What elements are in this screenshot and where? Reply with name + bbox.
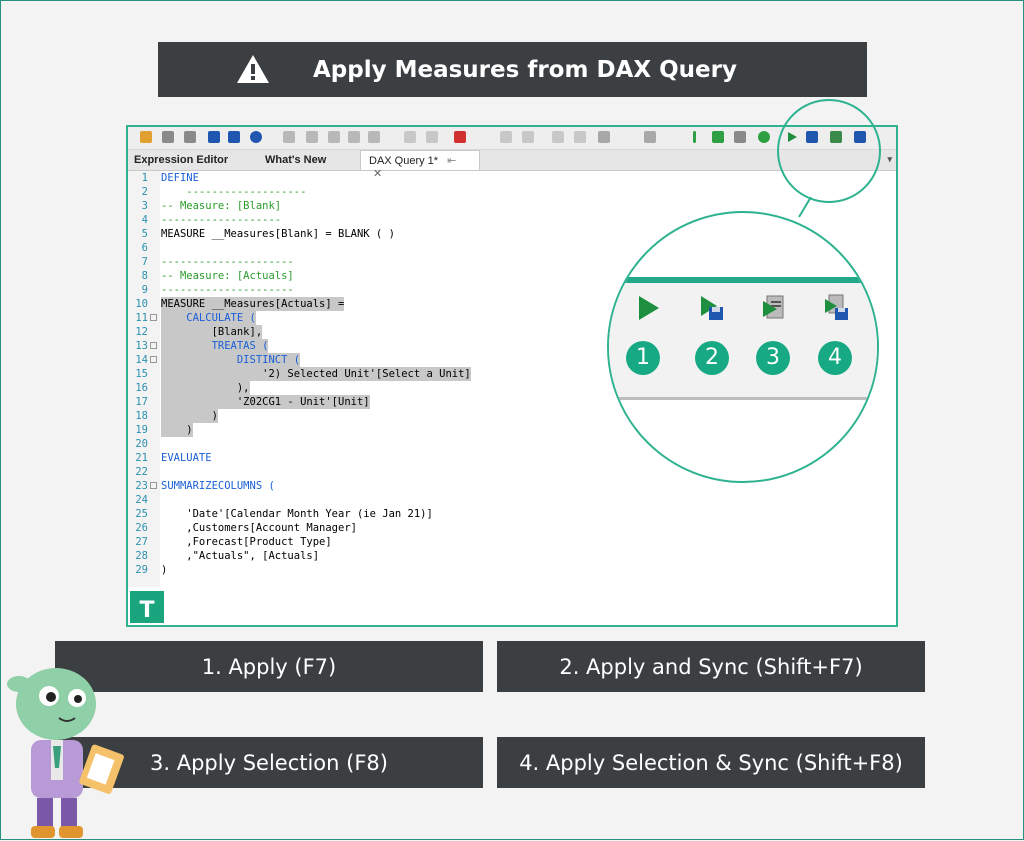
pin-icon[interactable]: ⇤ bbox=[447, 155, 457, 167]
outdent-icon[interactable] bbox=[426, 131, 438, 143]
stop-icon[interactable] bbox=[734, 131, 746, 143]
tabular-editor-window: Expression Editor What's New DAX Query 1… bbox=[126, 125, 898, 627]
layout-icon[interactable] bbox=[598, 131, 610, 143]
grid-icon[interactable] bbox=[552, 131, 564, 143]
script-icon[interactable] bbox=[328, 131, 340, 143]
toolbar-divider bbox=[609, 397, 877, 400]
apply-sync-icon[interactable] bbox=[697, 293, 727, 323]
title-banner: Apply Measures from DAX Query bbox=[158, 42, 867, 97]
hierarchy-icon[interactable] bbox=[348, 131, 360, 143]
model-icon[interactable] bbox=[162, 131, 174, 143]
number-badge-1: 1 bbox=[626, 341, 660, 375]
document-icon[interactable] bbox=[283, 131, 295, 143]
apply-selection-icon[interactable] bbox=[759, 293, 789, 323]
tab-dax-query-label: DAX Query 1* bbox=[369, 155, 439, 167]
label-apply-selection-and-sync: 4. Apply Selection & Sync (Shift+F8) bbox=[497, 737, 925, 788]
export-icon[interactable] bbox=[644, 131, 656, 143]
save-as-icon[interactable] bbox=[228, 131, 240, 143]
toolbar bbox=[128, 127, 896, 150]
run-doc-icon[interactable] bbox=[712, 131, 724, 143]
indent-icon[interactable] bbox=[404, 131, 416, 143]
banner-title: Apply Measures from DAX Query bbox=[313, 57, 737, 83]
save-icon[interactable] bbox=[208, 131, 220, 143]
number-badge-2: 2 bbox=[695, 341, 729, 375]
close-tab-icon[interactable]: ✕ bbox=[373, 168, 383, 180]
callout-connector bbox=[798, 197, 812, 218]
refresh-icon[interactable] bbox=[250, 131, 262, 143]
toolbar-accent-band bbox=[609, 277, 877, 283]
label-apply: 1. Apply (F7) bbox=[55, 641, 483, 692]
format-icon[interactable] bbox=[454, 131, 466, 143]
play-icon[interactable] bbox=[633, 293, 663, 323]
line-gutter bbox=[128, 171, 160, 625]
toolbar-highlight-circle bbox=[777, 99, 881, 203]
tabular-editor-logo: T bbox=[128, 587, 170, 625]
svg-text:T: T bbox=[139, 598, 154, 623]
filter-icon[interactable] bbox=[522, 131, 534, 143]
number-badge-4: 4 bbox=[818, 341, 852, 375]
tab-expression-editor[interactable]: Expression Editor bbox=[134, 154, 229, 166]
tab-bar: Expression Editor What's New DAX Query 1… bbox=[128, 150, 896, 180]
hourglass-icon[interactable] bbox=[500, 131, 512, 143]
label-apply-and-sync: 2. Apply and Sync (Shift+F7) bbox=[497, 641, 925, 692]
tab-dax-query[interactable]: DAX Query 1* ⇤ ✕ bbox=[360, 150, 480, 180]
connect-icon[interactable] bbox=[184, 131, 196, 143]
exclamation-icon[interactable] bbox=[693, 131, 696, 143]
label-apply-selection: 3. Apply Selection (F8) bbox=[55, 737, 483, 788]
mascot-illustration bbox=[7, 668, 124, 838]
zoom-callout: 1 2 3 4 bbox=[607, 211, 879, 483]
comment-icon[interactable] bbox=[574, 131, 586, 143]
table-icon[interactable] bbox=[306, 131, 318, 143]
apply-selection-sync-icon[interactable] bbox=[821, 293, 851, 323]
tab-list-dropdown-icon[interactable]: ▾ bbox=[887, 154, 892, 164]
open-icon[interactable] bbox=[140, 131, 152, 143]
tab-whats-new[interactable]: What's New bbox=[265, 154, 327, 166]
warning-icon bbox=[237, 55, 269, 83]
macro-icon[interactable] bbox=[368, 131, 380, 143]
number-badge-3: 3 bbox=[756, 341, 790, 375]
run-icon[interactable] bbox=[758, 131, 770, 143]
